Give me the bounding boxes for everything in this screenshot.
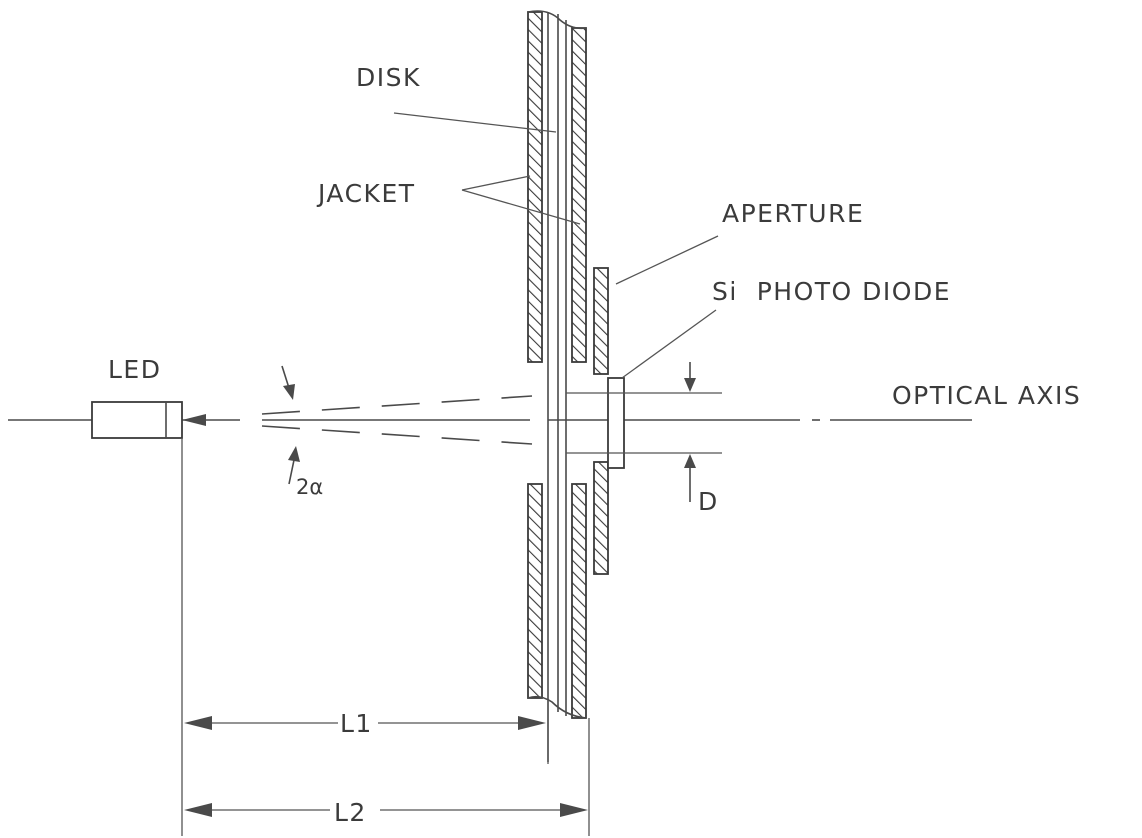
led-body [91, 401, 206, 439]
led-label: LED [108, 355, 161, 384]
diameter-dimension [566, 362, 722, 502]
aperture-plate [593, 267, 609, 575]
photodiode-body [607, 377, 625, 469]
optical-axis-label: OPTICAL AXIS [892, 381, 1081, 410]
light-cone [261, 395, 533, 445]
l2-label: L2 [334, 798, 367, 827]
l1-label: L1 [340, 709, 373, 738]
photodiode-label: Si PHOTO DIODE [712, 277, 951, 306]
leader-lines [393, 112, 719, 379]
disk-assembly-upper [527, 10, 587, 440]
disk-label: DISK [356, 63, 421, 92]
l1-dimension [184, 716, 546, 730]
l2-dimension [184, 803, 588, 817]
angle-indicator [281, 365, 300, 485]
angle-label: 2α [296, 475, 323, 499]
aperture-label: APERTURE [722, 199, 864, 228]
jacket-label: JACKET [316, 179, 416, 208]
diameter-label: D [698, 487, 719, 516]
disk-assembly-lower [527, 440, 587, 762]
